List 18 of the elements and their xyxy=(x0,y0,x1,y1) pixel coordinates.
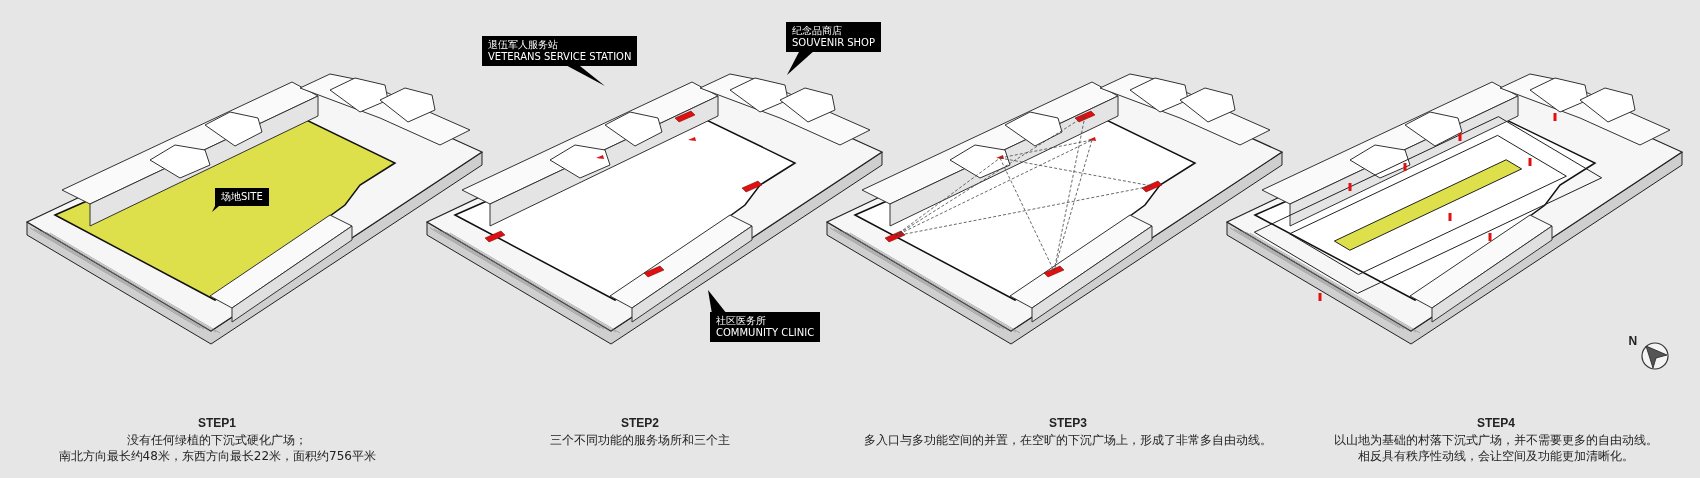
step-description: 三个不同功能的服务场所和三个主 xyxy=(550,432,730,449)
step-description: 相反具有秩序性动线，会让空间及功能更加清晰化。 xyxy=(1358,448,1634,465)
compass-letter: N xyxy=(1628,334,1638,348)
step-description: 没有任何绿植的下沉式硬化广场； xyxy=(127,432,307,449)
callout-subtitle: SOUVENIR SHOP xyxy=(792,37,876,49)
callout-title: 场地SITE xyxy=(221,191,263,203)
callout-title: 退伍军人服务站 xyxy=(488,39,559,51)
callout-subtitle: VETERANS SERVICE STATION xyxy=(488,51,632,63)
callout-subtitle: COMMUNITY CLINIC xyxy=(716,327,815,339)
callout-title: 纪念品商店 xyxy=(792,25,843,37)
step-title: STEP4 xyxy=(1477,416,1515,430)
step-title: STEP3 xyxy=(1049,416,1087,430)
callout-title: 社区医务所 xyxy=(716,315,767,327)
step-description: 南北方向最长约48米，东西方向最长22米，面积约756平米 xyxy=(58,448,376,465)
step-title: STEP1 xyxy=(198,416,236,430)
step-description: 以山地为基础的村落下沉式广场，并不需要更多的自由动线。 xyxy=(1334,432,1658,449)
step-description: 多入口与多功能空间的并置，在空旷的下沉广场上，形成了非常多自由动线。 xyxy=(864,432,1272,449)
step-title: STEP2 xyxy=(621,416,659,430)
